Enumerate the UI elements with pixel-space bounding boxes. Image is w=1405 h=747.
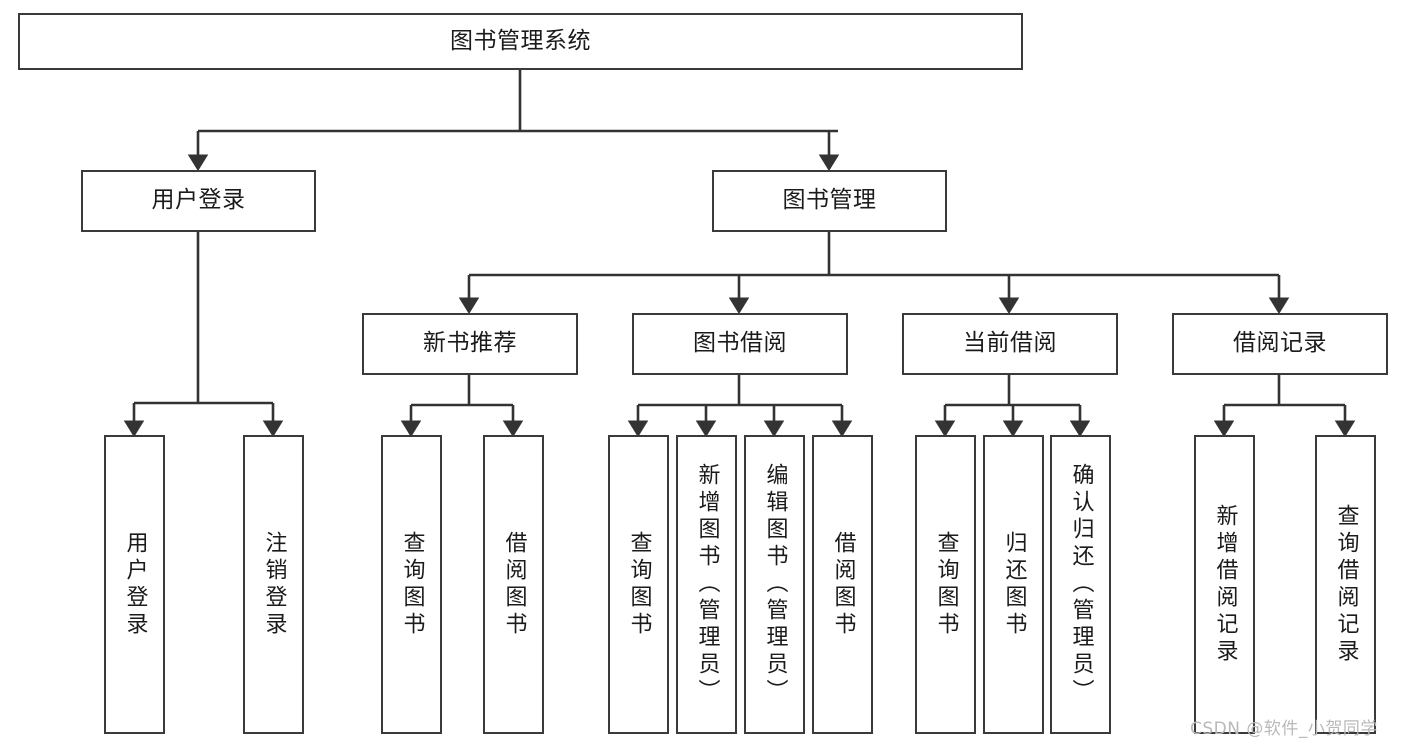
leaf-add-record[interactable]: 新增借阅记录 [1194, 435, 1255, 734]
leaf-borrow-book-1[interactable]: 借阅图书 [483, 435, 544, 734]
leaf-user-logout[interactable]: 注销登录 [243, 435, 304, 734]
node-book-borrow[interactable]: 图书借阅 [632, 313, 848, 375]
leaf-add-book[interactable]: 新增图书（管理员） [676, 435, 737, 734]
node-borrow-record[interactable]: 借阅记录 [1172, 313, 1388, 375]
leaf-borrow-book-2-label: 借阅图书 [830, 530, 856, 639]
leaf-query-record-label: 查询借阅记录 [1333, 503, 1359, 666]
leaf-confirm-return-label: 确认归还（管理员） [1068, 463, 1094, 706]
node-user-login-label: 用户登录 [151, 187, 246, 214]
leaf-query-book-1[interactable]: 查询图书 [381, 435, 442, 734]
node-user-login[interactable]: 用户登录 [81, 170, 316, 232]
leaf-return-book[interactable]: 归还图书 [983, 435, 1044, 734]
leaf-add-record-label: 新增借阅记录 [1212, 503, 1238, 666]
leaf-query-book-2-label: 查询图书 [626, 530, 652, 639]
leaf-confirm-return[interactable]: 确认归还（管理员） [1050, 435, 1111, 734]
leaf-user-login-label: 用户登录 [122, 530, 148, 639]
node-current-borrow-label: 当前借阅 [963, 330, 1057, 357]
leaf-borrow-book-2[interactable]: 借阅图书 [812, 435, 873, 734]
node-book-manage[interactable]: 图书管理 [712, 170, 947, 232]
leaf-add-book-label: 新增图书（管理员） [694, 463, 720, 706]
leaf-query-book-3-label: 查询图书 [933, 530, 959, 639]
leaf-query-record[interactable]: 查询借阅记录 [1315, 435, 1376, 734]
node-root-label: 图书管理系统 [450, 27, 591, 54]
node-root[interactable]: 图书管理系统 [18, 13, 1023, 70]
node-new-book-rec-label: 新书推荐 [423, 330, 517, 357]
leaf-edit-book-label: 编辑图书（管理员） [762, 463, 788, 706]
node-book-manage-label: 图书管理 [782, 187, 877, 214]
leaf-query-book-1-label: 查询图书 [399, 530, 425, 639]
leaf-return-book-label: 归还图书 [1001, 530, 1027, 639]
leaf-user-login[interactable]: 用户登录 [104, 435, 165, 734]
leaf-edit-book[interactable]: 编辑图书（管理员） [744, 435, 805, 734]
csdn-watermark: CSDN @软件_小贺同学 [1190, 719, 1378, 739]
leaf-borrow-book-1-label: 借阅图书 [501, 530, 527, 639]
leaf-user-logout-label: 注销登录 [261, 530, 287, 639]
node-new-book-rec[interactable]: 新书推荐 [362, 313, 578, 375]
node-current-borrow[interactable]: 当前借阅 [902, 313, 1118, 375]
node-book-borrow-label: 图书借阅 [693, 330, 787, 357]
leaf-query-book-3[interactable]: 查询图书 [915, 435, 976, 734]
leaf-query-book-2[interactable]: 查询图书 [608, 435, 669, 734]
node-borrow-record-label: 借阅记录 [1233, 330, 1327, 357]
